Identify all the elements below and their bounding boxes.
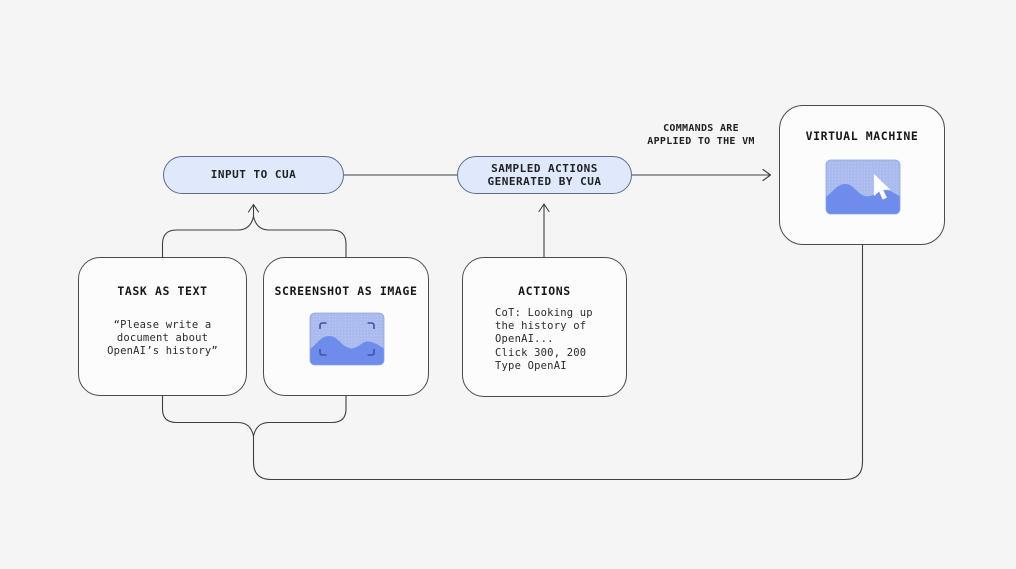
node-task: TASK AS TEXT “Please write a document ab… [78, 257, 247, 396]
input-pill-label: INPUT TO CUA [210, 168, 297, 182]
cursor-icon [873, 173, 891, 200]
node-sampled-pill: SAMPLED ACTIONS GENERATED BY CUA [457, 156, 632, 194]
brace-inputs-left [161, 215, 255, 258]
feedback-loop-vm-to-inputs [252, 244, 864, 481]
focus-frame-icon [319, 322, 375, 356]
brace-inputs-arrowhead [247, 203, 260, 213]
commands-applied-label: COMMANDS ARE APPLIED TO THE VM [647, 123, 755, 147]
edge-actions-to-sampled-arrowhead [538, 203, 550, 213]
actions-title: ACTIONS [518, 284, 571, 298]
node-actions: ACTIONS CoT: Looking up the history of O… [462, 257, 627, 397]
screenshot-title: SCREENSHOT AS IMAGE [274, 284, 418, 298]
screenshot-wave-graphic [310, 336, 384, 365]
screenshot-image-icon [309, 312, 385, 366]
edge-sampled-to-vm-arrowhead [762, 168, 772, 182]
virtual-machine-title: VIRTUAL MACHINE [805, 129, 919, 143]
task-title: TASK AS TEXT [117, 284, 208, 298]
node-virtual-machine: VIRTUAL MACHINE [779, 105, 945, 245]
actions-body-text: CoT: Looking up the history of OpenAI...… [495, 307, 593, 372]
sampled-pill-label: SAMPLED ACTIONS GENERATED BY CUA [487, 161, 602, 189]
brace-feedback-right [252, 395, 347, 437]
node-screenshot: SCREENSHOT AS IMAGE [263, 257, 429, 396]
brace-inputs-right [252, 215, 347, 258]
task-quote-text: “Please write a document about OpenAI’s … [107, 319, 218, 358]
vm-screen-icon [825, 159, 901, 215]
brace-feedback-left [161, 395, 255, 437]
node-input-pill: INPUT TO CUA [163, 156, 344, 194]
